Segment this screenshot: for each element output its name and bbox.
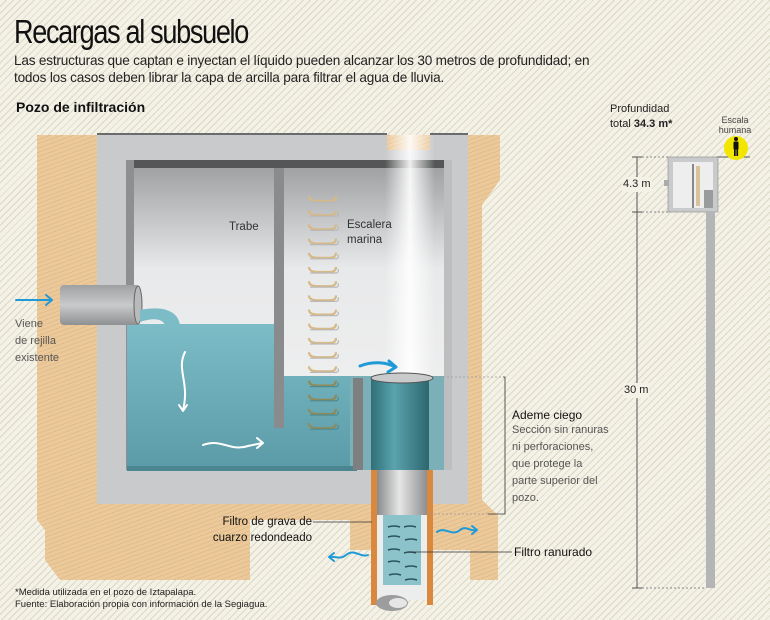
footer-source: Fuente: Elaboración propia con informaci…	[15, 599, 268, 610]
ladder-rung-shadow	[310, 311, 339, 317]
total-depth-value: 34.3 m*	[633, 118, 673, 130]
ademe-description: Sección sin ranuras ni perforaciones, qu…	[512, 424, 609, 504]
ladder-rung	[307, 295, 338, 302]
ladder-rung-shadow	[310, 254, 339, 260]
inner-grey-pipe	[377, 470, 427, 515]
filter-slot	[387, 560, 401, 563]
ladder-rung	[307, 195, 338, 203]
ladder-rung	[307, 366, 338, 373]
ladder-rung	[307, 238, 338, 245]
ladder-rung	[307, 408, 338, 416]
beam-trabe	[274, 168, 284, 428]
ladder-rung-shadow	[310, 368, 339, 373]
seepage-arrow-left	[329, 551, 369, 559]
ladder-rung-shadow	[310, 339, 339, 345]
ladder-escalera-marina	[307, 195, 339, 430]
filter-slot	[387, 535, 401, 538]
orange-casing-right	[427, 470, 433, 605]
ladder-rung	[307, 352, 338, 359]
orange-casing-left	[371, 470, 377, 605]
ladder-rung	[307, 323, 338, 330]
ladder-rung-shadow	[310, 353, 339, 359]
ladder-rung-shadow	[310, 410, 339, 416]
ladder-rung-shadow	[310, 424, 339, 430]
section-title: Pozo de infiltración	[16, 99, 146, 115]
depth-scale-diagram	[632, 136, 750, 589]
ladder-rung	[307, 252, 338, 259]
ladder-rung-shadow	[310, 268, 339, 274]
ladder-rung	[307, 423, 338, 430]
mini-well-shaft	[706, 212, 715, 588]
ladder-rung-shadow	[310, 240, 339, 246]
ladder-rung-shadow	[310, 226, 339, 231]
filter-slot	[404, 578, 418, 581]
filter-slot	[387, 548, 401, 551]
footer-note: *Medida utilizada en el pozo de Iztapala…	[15, 587, 197, 598]
filter-slot	[403, 525, 417, 528]
gravel-filter-label: Filtro de grava de cuarzo redondeado	[212, 516, 312, 544]
human-scale-label: Escala humana	[718, 115, 752, 135]
filter-slot	[404, 565, 418, 568]
ladder-rung	[307, 281, 338, 288]
ladder-rung-shadow	[310, 197, 339, 203]
ladder-rung-shadow	[310, 211, 339, 217]
ladder-rung	[307, 380, 338, 387]
ladder-rung	[307, 266, 338, 274]
blind-casing-pipe	[371, 378, 429, 474]
ladder-rung-shadow	[310, 325, 339, 331]
page-title: Recargas al subsuelo	[14, 13, 249, 50]
lower-depth-label: 30 m	[623, 383, 650, 398]
ladder-rung-shadow	[310, 396, 339, 402]
ladder-rung	[307, 394, 338, 401]
flow-arrow-right	[202, 442, 263, 449]
inlet-label: Viene de rejilla existente	[15, 318, 60, 364]
weir-wall	[353, 378, 363, 470]
ladder-rung-shadow	[310, 297, 339, 302]
ladder-rung	[307, 210, 338, 217]
page-subtitle: Las estructuras que captan e inyectan el…	[14, 53, 590, 85]
filter-slot	[404, 538, 418, 541]
filter-slot	[387, 525, 401, 528]
ladder-rung-shadow	[310, 282, 339, 288]
seepage-arrow-right	[436, 527, 477, 534]
total-depth-label: Profundidad total 34.3 m*	[610, 103, 673, 130]
ladder-rung-shadow	[310, 382, 339, 388]
upper-depth-label: 4.3 m	[622, 177, 652, 192]
ladder-rung	[307, 224, 338, 231]
slotted-filter-label: Filtro ranurado	[514, 545, 593, 559]
inlet-pipe	[60, 285, 140, 325]
escalera-label: Escalera marina	[347, 219, 392, 246]
inlet-water-flow	[140, 308, 180, 325]
human-silhouette-icon	[733, 137, 739, 156]
ladder-rung	[307, 337, 338, 345]
ademe-title: Ademe ciego	[512, 408, 583, 422]
flow-arrow-down	[180, 351, 187, 411]
filter-slot	[388, 573, 402, 576]
ladder-rung	[307, 309, 338, 316]
trabe-label: Trabe	[229, 221, 259, 233]
